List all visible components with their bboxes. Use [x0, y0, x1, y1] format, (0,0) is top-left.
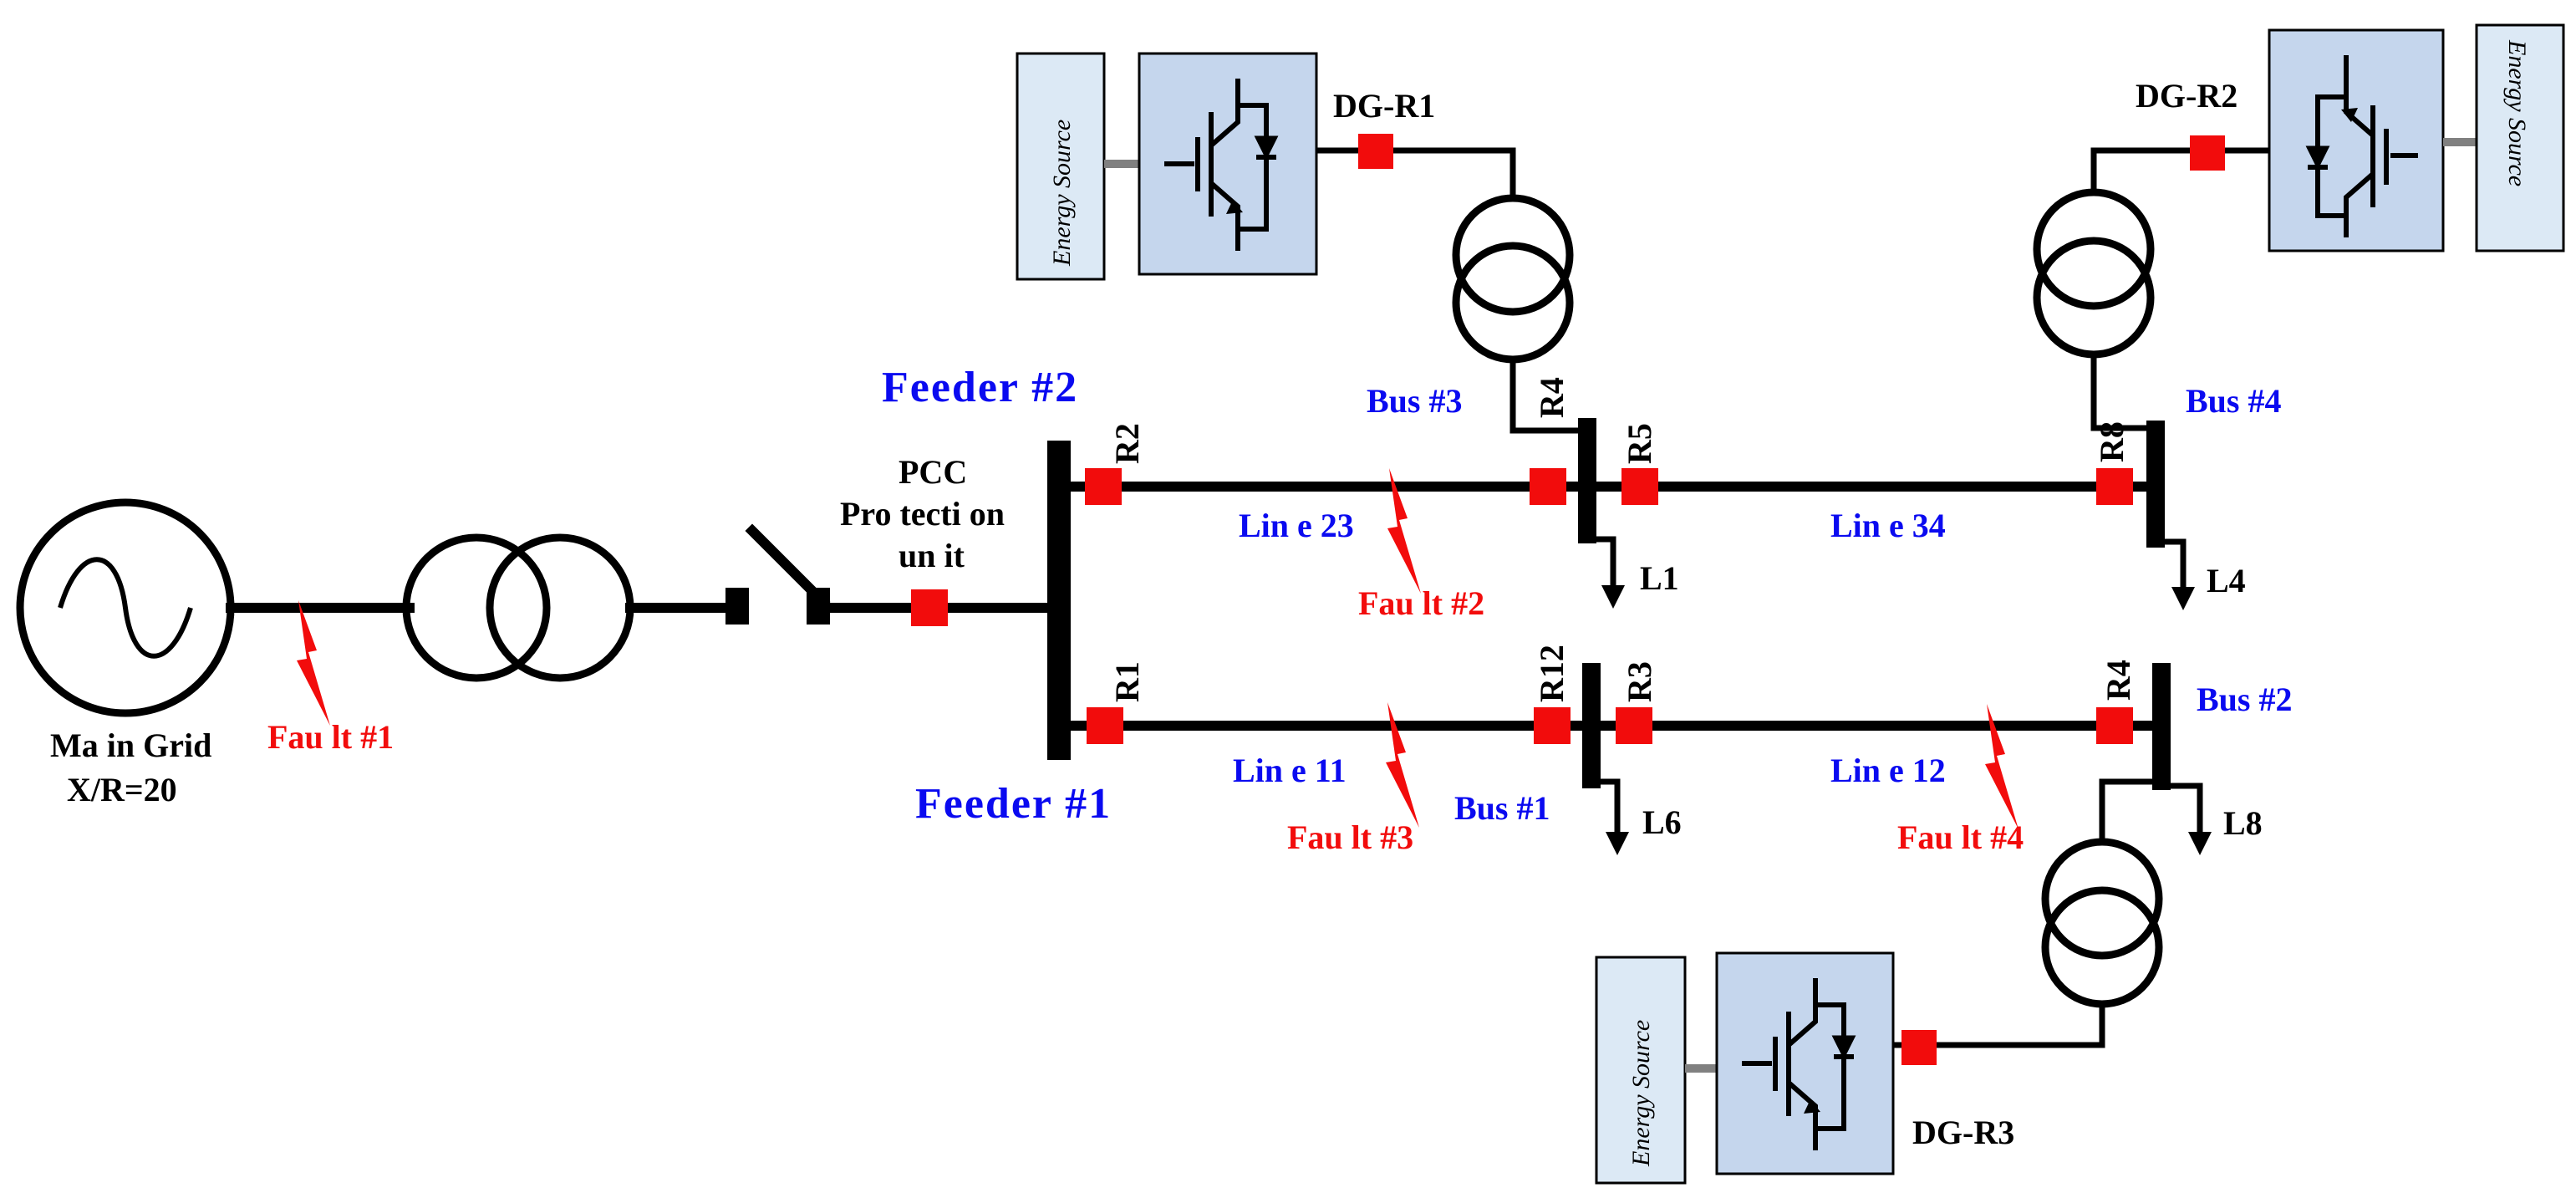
r12-label: R12 — [1533, 645, 1571, 702]
relay-r4-bottom — [2096, 707, 2133, 744]
bus-2-label: Bus #2 — [2197, 681, 2293, 718]
relay-r12 — [1534, 707, 1571, 744]
r1-label: R1 — [1108, 661, 1146, 702]
bus-1-label: Bus #1 — [1454, 789, 1550, 827]
pcc-relay — [911, 589, 948, 626]
energy-source-dg1: Energy Source — [1016, 52, 1106, 281]
relay-dg-r1 — [1358, 134, 1393, 169]
pcc-label-2: Pro tecti on — [840, 495, 1005, 533]
svg-text:Energy Source: Energy Source — [1048, 120, 1076, 267]
bus-1 — [1582, 663, 1601, 788]
converter-dg3 — [1715, 951, 1895, 1175]
converter-dg2 — [2268, 28, 2445, 252]
main-grid-source — [16, 498, 235, 717]
r8-label: R8 — [2093, 421, 2131, 462]
main-bus — [1047, 441, 1071, 760]
r4-top-label: R4 — [1533, 377, 1571, 418]
pcc-label-1: PCC — [899, 453, 967, 491]
load-l8 — [2163, 783, 2212, 855]
r2-label: R2 — [1108, 423, 1146, 464]
relay-dg-r2 — [2190, 135, 2225, 171]
line-34-label: Lin e 34 — [1830, 507, 1946, 544]
line-12-label: Lin e 12 — [1830, 752, 1946, 789]
energy-source-dg2: Energy Source — [2475, 23, 2565, 252]
load-l6 — [1592, 778, 1629, 855]
fault-4-label: Fau lt #4 — [1897, 818, 2024, 856]
relay-r3 — [1616, 707, 1652, 744]
pcc-breaker — [725, 523, 831, 625]
fault-1-bolt — [297, 600, 330, 726]
dg3-branch — [1893, 778, 2169, 1048]
bus-4-label: Bus #4 — [2186, 382, 2282, 420]
line-23-label: Lin e 23 — [1239, 507, 1354, 544]
r3-label: R3 — [1621, 661, 1658, 702]
bus-2 — [2152, 663, 2171, 790]
relay-dg-r3 — [1901, 1030, 1937, 1065]
energy-source-dg3: Energy Source — [1595, 956, 1687, 1185]
relay-r2 — [1085, 468, 1122, 505]
bus-3-label: Bus #3 — [1367, 382, 1463, 420]
fault-2-label: Fau lt #2 — [1358, 584, 1484, 622]
main-transformer — [402, 533, 634, 682]
r5-label: R5 — [1621, 423, 1658, 464]
svg-text:Energy Source: Energy Source — [1627, 1020, 1655, 1167]
load-l6-label: L6 — [1642, 803, 1682, 841]
converter-dg1 — [1138, 52, 1318, 276]
bus-3 — [1578, 418, 1596, 543]
load-l1 — [1588, 536, 1625, 609]
load-l4 — [2156, 538, 2195, 610]
fault-1-label: Fau lt #1 — [267, 718, 394, 756]
main-grid-label: Ma in Grid — [50, 727, 211, 764]
xr-label: X/R=20 — [67, 771, 177, 808]
relay-r5 — [1621, 468, 1658, 505]
dg-r1-label: DG-R1 — [1333, 87, 1435, 125]
load-l1-label: L1 — [1640, 559, 1679, 597]
feeder-1-label: Feeder #1 — [915, 780, 1112, 828]
svg-text:Energy Source: Energy Source — [2503, 39, 2531, 186]
bus-4 — [2146, 421, 2165, 548]
dg-r2-label: DG-R2 — [2136, 77, 2237, 115]
r4-bottom-label: R4 — [2100, 660, 2137, 701]
relay-r8 — [2096, 468, 2133, 505]
dg-r3-label: DG-R3 — [1912, 1114, 2014, 1151]
feeder-2-label: Feeder #2 — [882, 364, 1078, 411]
line-11-label: Lin e 11 — [1233, 752, 1347, 789]
load-l8-label: L8 — [2223, 804, 2263, 842]
relay-r1 — [1087, 707, 1123, 744]
load-l4-label: L4 — [2207, 562, 2246, 599]
pcc-label-3: un it — [899, 537, 965, 574]
relay-r4-top — [1530, 468, 1566, 505]
fault-3-label: Fau lt #3 — [1287, 818, 1413, 856]
